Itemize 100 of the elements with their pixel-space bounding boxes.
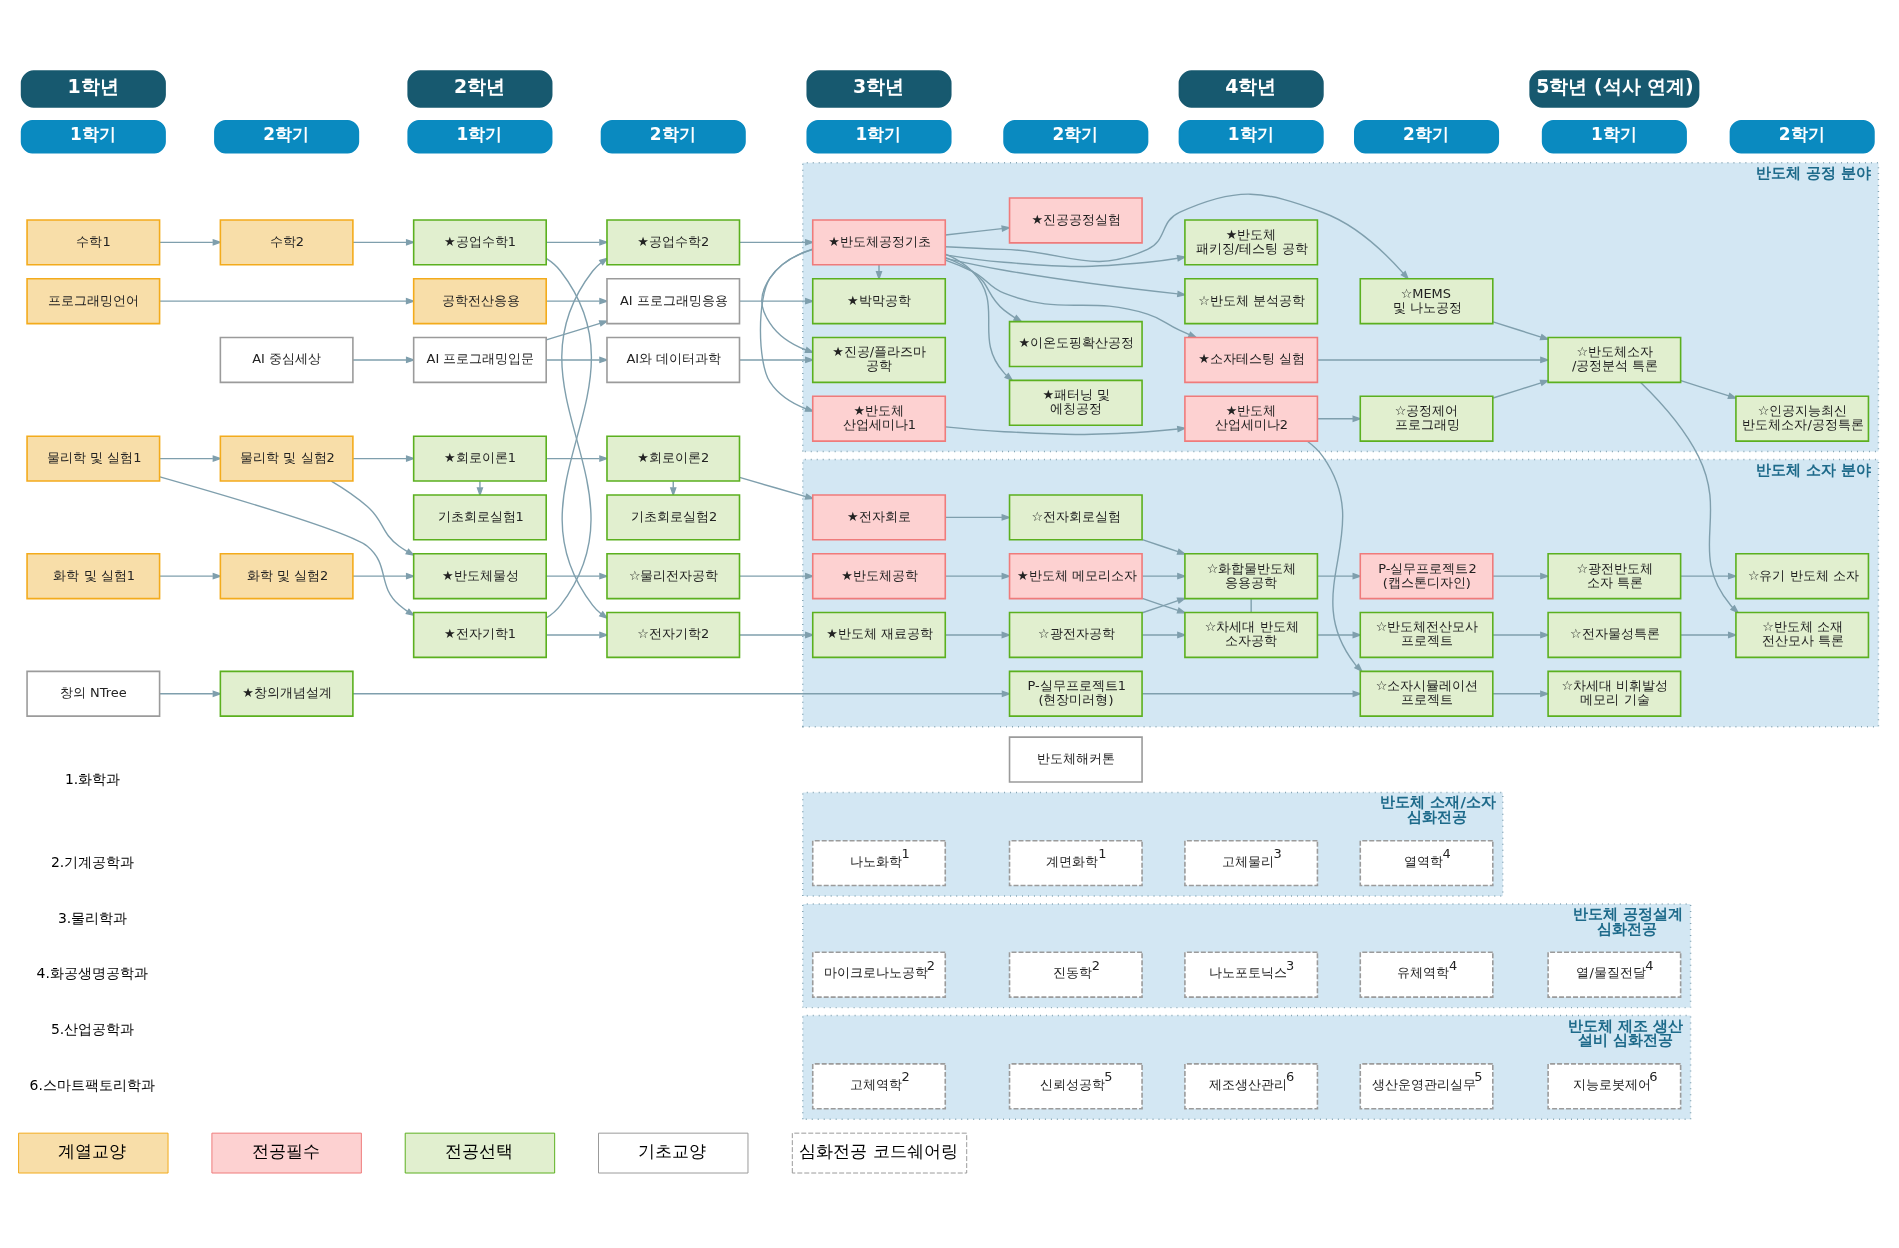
node-box: 화학 및 실험1 xyxy=(26,552,161,600)
node-box: 2학기 xyxy=(1003,120,1149,154)
arrow xyxy=(1141,572,1187,580)
node-box: ☆광전자공학 xyxy=(1008,611,1143,659)
node-box: ★진공/플라즈마 공학 xyxy=(811,336,947,384)
node-box: 수학1 xyxy=(26,219,161,266)
node-box: ★반도체 메모리소자 xyxy=(1008,552,1143,600)
node-box: ★이온도핑확산공정 xyxy=(1008,320,1143,368)
arrow xyxy=(1141,597,1187,614)
node-box: 1학기 xyxy=(20,120,166,154)
arrow xyxy=(545,297,609,305)
arrow xyxy=(738,572,815,580)
node-box: ☆인공지능최신 반도체소자/공정특론 xyxy=(1735,395,1870,442)
node-box: ☆공정제어 프로그래밍 xyxy=(1359,395,1494,442)
node-box: 기초회로실험1 xyxy=(412,494,547,541)
node-box: ☆유기 반도체 소자 xyxy=(1735,552,1870,600)
legend-label: 전공필수 xyxy=(251,1141,320,1162)
label: 4.화공생명공학과 xyxy=(36,965,148,982)
label: 1.화학과 xyxy=(64,771,121,788)
arrow xyxy=(158,572,223,580)
node-box: 1학기 xyxy=(1541,120,1687,154)
arrow xyxy=(159,297,416,305)
node-box: ☆소자시뮬레이션 프로젝트 xyxy=(1359,670,1494,717)
arrow xyxy=(158,238,223,246)
arrow xyxy=(352,690,1012,698)
node-box: ★전자기학1 xyxy=(412,611,547,659)
arrow xyxy=(875,264,883,281)
arrow xyxy=(1141,631,1187,639)
node-box: ☆반도체소자 /공정분석 특론 xyxy=(1547,336,1682,384)
arrow xyxy=(944,254,1187,268)
node-box: 기초회로실험2 xyxy=(606,494,741,541)
label: 5.산업공학과 xyxy=(50,1021,135,1038)
arrow xyxy=(545,572,609,580)
node-box: 화학 및 실험2 xyxy=(219,552,354,600)
arrow xyxy=(545,455,609,463)
node-box: ★반도체 패키징/테스팅 공학 xyxy=(1184,219,1319,266)
arrow xyxy=(1141,538,1187,555)
arrow xyxy=(944,572,1012,580)
arrow xyxy=(1316,356,1550,364)
arrow xyxy=(352,572,416,580)
arrow xyxy=(738,631,815,639)
node-box: ★회로이론2 xyxy=(606,435,741,482)
label: 2.기계공학과 xyxy=(50,853,135,870)
legend-label: 계열교양 xyxy=(58,1141,127,1162)
node-box: 물리학 및 실험1 xyxy=(26,435,161,482)
arrow xyxy=(545,238,609,246)
node-box: 수학2 xyxy=(219,219,354,266)
node-box: 반도체해커톤 xyxy=(1008,736,1143,783)
node-box: P-실무프로젝트1 (현장미러형) xyxy=(1008,670,1143,717)
node-box: 2학년 xyxy=(407,70,553,108)
arrow xyxy=(352,238,416,246)
arrow xyxy=(738,476,815,500)
node-box: 5학년 (석사 연계) xyxy=(1529,70,1700,108)
node-box: ★반도체공학 xyxy=(811,552,947,600)
node-box: ★회로이론1 xyxy=(412,435,547,482)
arrow xyxy=(158,455,223,463)
arrow xyxy=(545,631,609,639)
node-box: ☆물리전자공학 xyxy=(606,552,741,600)
node-box: ★반도체 산업세미나2 xyxy=(1184,395,1319,442)
node-box: ☆반도체 분석공학 xyxy=(1184,277,1319,325)
node-box: ☆차세대 반도체 소자공학 xyxy=(1184,611,1319,659)
node-box: 2학기 xyxy=(1354,120,1500,154)
node-box: ☆화합물반도체 응용공학 xyxy=(1184,552,1319,600)
node-box: 1학기 xyxy=(806,120,952,154)
legend-label: 심화전공 코드쉐어링 xyxy=(799,1141,958,1162)
node-box: 공학전산응용 xyxy=(412,277,547,325)
node-box: ★공업수학2 xyxy=(606,219,741,266)
node-box: AI 프로그래밍응용 xyxy=(606,277,741,325)
node-box: ☆차세대 비휘발성 메모리 기술 xyxy=(1547,670,1682,717)
node-box: ★진공공정실험 xyxy=(1008,197,1143,244)
node-box: ★반도체 산업세미나1 xyxy=(811,395,947,442)
node-box: 3학년 xyxy=(806,70,952,108)
node-box: 4학년 xyxy=(1178,70,1324,108)
arrow xyxy=(352,356,416,364)
legend-label: 기초교양 xyxy=(638,1141,707,1162)
node-box: ★공업수학1 xyxy=(412,219,547,266)
node-box: 물리학 및 실험2 xyxy=(219,435,354,482)
arrow xyxy=(759,248,815,412)
arrow xyxy=(738,297,815,305)
node-box: 1학기 xyxy=(1178,120,1324,154)
arrow xyxy=(944,193,1410,281)
node-box: ★전자회로 xyxy=(811,494,947,541)
legend-label: 전공선택 xyxy=(445,1141,514,1162)
node-box: ★소자테스팅 실험 xyxy=(1184,336,1319,384)
arrow xyxy=(944,257,1187,298)
arrow xyxy=(1680,379,1738,399)
node-box: ☆전자회로실험 xyxy=(1008,494,1143,541)
node-box: ☆반도체 소재 전산모사 특론 xyxy=(1735,611,1870,659)
node-box: AI 프로그래밍입문 xyxy=(412,336,547,384)
arrow xyxy=(545,356,609,364)
node-box: AI 중심세상 xyxy=(219,336,354,384)
arrow xyxy=(944,225,1012,236)
arrow xyxy=(352,455,416,463)
arrow xyxy=(158,690,223,698)
arrow xyxy=(1492,321,1550,341)
label: 6.스마트팩토리학과 xyxy=(29,1077,155,1094)
node-box: 창의 NTree xyxy=(26,670,161,717)
arrow xyxy=(944,425,1187,436)
node-box: ★반도체물성 xyxy=(412,552,547,600)
arrow xyxy=(1680,572,1738,580)
